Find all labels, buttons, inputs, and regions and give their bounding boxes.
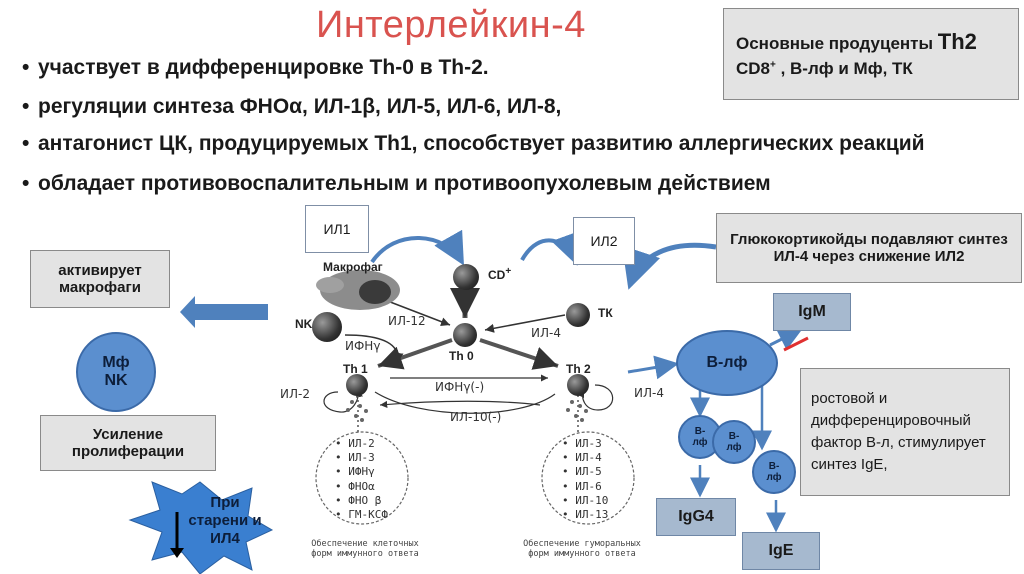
- bullet-text: регуляции синтеза ФНОα, ИЛ-1β, ИЛ-5, ИЛ-…: [38, 95, 562, 118]
- cd-label: CD+: [488, 266, 511, 282]
- cd-label-text: CD: [488, 268, 506, 282]
- glucocorticoid-arrow: [622, 242, 717, 290]
- ige-box: IgE: [742, 532, 820, 570]
- il10-label: ИЛ-10(-): [450, 410, 502, 424]
- list-item: • ИЛ-2: [335, 437, 375, 450]
- b-lf-circle: В-лф: [676, 330, 778, 396]
- proliferation-box: Усиление пролиферации: [40, 415, 216, 471]
- list-item-text: ИЛ-5: [575, 465, 602, 479]
- th1-products-list: • ИЛ-2 • ИЛ-3 • ИФНγ • ФНОα • ФНО β • ГМ…: [335, 437, 388, 522]
- bullet-text: участвует в дифференцировке Th-0 в Th-2.: [38, 56, 489, 79]
- th2-cell: [567, 374, 589, 396]
- list-item: • ГМ-КСФ: [335, 508, 388, 522]
- list-item: • ИЛ-6: [562, 479, 602, 493]
- macrophage-label: Макрофаг: [323, 260, 383, 274]
- il4-label: ИЛ-4: [531, 326, 561, 340]
- th2-caption: Обеспечение гуморальных форм иммунного о…: [523, 539, 641, 559]
- bullet-4: • обладает противовоспалительным и против…: [22, 172, 771, 196]
- list-item: • ФНОα: [335, 479, 375, 493]
- bullet-marker: •: [22, 172, 30, 195]
- list-item-text: ИЛ-4: [575, 451, 602, 465]
- b-lf-small-3: В-лф: [752, 450, 796, 494]
- list-item: • ИЛ-3: [335, 451, 375, 465]
- list-item-text: ИФНγ: [348, 465, 375, 479]
- producers-prefix: Основные продуценты: [736, 34, 934, 53]
- list-item: • ИЛ-4: [562, 451, 602, 465]
- nk-cell: [312, 312, 342, 342]
- list-item-text: ИЛ-10: [575, 493, 609, 507]
- producers-th2: Th2: [937, 29, 977, 54]
- b-lf-small-2: В-лф: [712, 420, 756, 464]
- il2-arrow: [520, 230, 582, 266]
- list-item: • ИЛ-10: [562, 493, 609, 507]
- il1-box: ИЛ1: [305, 205, 369, 253]
- bullet-1: • участвует в дифференцировке Th-0 в Th-2…: [22, 56, 489, 80]
- cd-label-sup: +: [505, 266, 512, 277]
- igm-box: IgM: [773, 293, 851, 331]
- bullet-text: антагонист ЦК, продуцируемых Th1, способ…: [38, 132, 925, 155]
- list-item: • ИЛ-5: [562, 465, 602, 479]
- activates-macrophages-box: активирует макрофаги: [30, 250, 170, 308]
- nk-circle-label: NK: [104, 372, 128, 389]
- il4-right-label: ИЛ-4: [634, 386, 664, 400]
- bullet-marker: •: [22, 56, 30, 79]
- producers-cd8-sup: +: [770, 59, 776, 71]
- tk-cell: [566, 303, 590, 327]
- th0-cell: [453, 323, 477, 347]
- list-item-text: ФНОα: [348, 479, 375, 493]
- th1-label: Th 1: [343, 362, 368, 376]
- aging-star: [128, 481, 274, 574]
- bullet-marker: •: [22, 132, 30, 155]
- th0-label: Th 0: [449, 349, 474, 363]
- list-item-text: ИЛ-3: [575, 437, 602, 450]
- list-item-text: ИЛ-13: [575, 508, 609, 522]
- cd-cell: [453, 264, 479, 290]
- th2-label: Th 2: [566, 362, 591, 376]
- glucocorticoid-box: Глюкокортикойды подавляют синтез ИЛ-4 че…: [716, 213, 1022, 283]
- producers-box: Основные продуценты Th2 CD8+ , В-лф и Мф…: [723, 8, 1019, 100]
- list-item-text: ФНО β: [348, 493, 382, 507]
- list-item: • ИЛ-13: [562, 508, 609, 522]
- mf-nk-circle: Мф NK: [76, 332, 156, 412]
- igg4-box: IgG4: [656, 498, 736, 536]
- il2-box: ИЛ2: [573, 217, 635, 265]
- th2-products-list: • ИЛ-3 • ИЛ-4 • ИЛ-5 • ИЛ-6 • ИЛ-10 • ИЛ…: [562, 437, 608, 522]
- th1-caption: Обеспечение клеточных форм иммунного отв…: [311, 539, 419, 559]
- bullet-2: • регуляции синтеза ФНОα, ИЛ-1β, ИЛ-5, ИЛ…: [22, 95, 561, 119]
- il1-arrow: [370, 229, 464, 266]
- bullet-text: обладает противовоспалительным и противо…: [38, 172, 771, 195]
- producers-cd8: CD8: [736, 59, 771, 78]
- aging-star-label: При старени и ИЛ4: [188, 494, 262, 547]
- nk-label: NK: [295, 317, 313, 331]
- tk-label: ТК: [598, 306, 613, 320]
- producers-rest: , В-лф и Мф, ТК: [775, 59, 913, 78]
- il12-label: ИЛ-12: [388, 314, 426, 328]
- list-item: • ИЛ-3: [562, 437, 602, 450]
- bullet-3: • антагонист ЦК, продуцируемых Th1, спосо…: [22, 132, 925, 156]
- mf-label: Мф: [102, 354, 130, 371]
- page-title: Интерлейкин-4: [316, 4, 586, 46]
- th1-cell: [346, 374, 368, 396]
- ifn-left-label: ИФНγ: [345, 339, 381, 353]
- list-item-text: ИЛ-2: [348, 437, 375, 450]
- list-item: • ИФНγ: [335, 465, 375, 479]
- list-item-text: ГМ-КСФ: [348, 508, 388, 522]
- ifn-mid-label: ИФНγ(-): [435, 380, 485, 394]
- growth-factor-box: ростовой и дифференцировочный фактор В-л…: [800, 368, 1010, 496]
- list-item-text: ИЛ-3: [348, 451, 375, 465]
- list-item: • ФНО β: [335, 493, 382, 507]
- bullet-marker: •: [22, 95, 30, 118]
- list-item-text: ИЛ-6: [575, 479, 602, 493]
- il2-left-label: ИЛ-2: [280, 387, 310, 401]
